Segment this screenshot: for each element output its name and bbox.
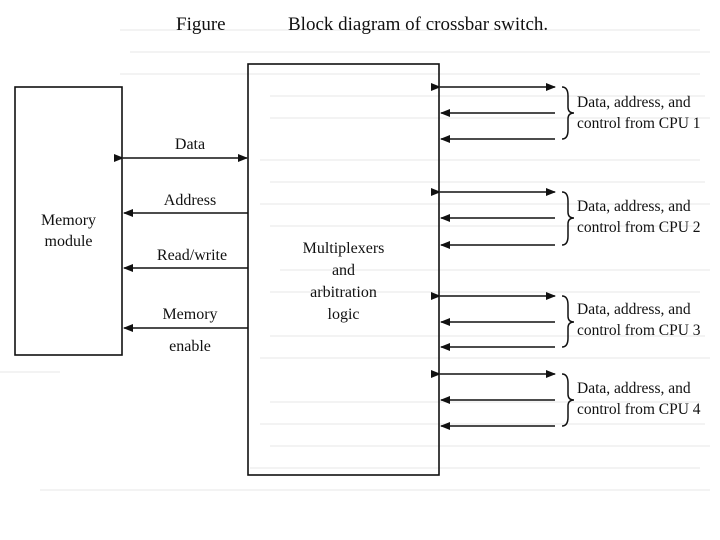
memory-module-label: Memory module — [15, 210, 122, 252]
cpu1-label: Data, address, and control from CPU 1 — [577, 92, 717, 134]
cpu1-label-line1: Data, address, and — [577, 94, 691, 111]
memory-enable-label-line1: Memory — [162, 306, 218, 323]
cpu1-label-line2: control from CPU 1 — [577, 115, 701, 132]
cpu3-label: Data, address, and control from CPU 3 — [577, 299, 717, 341]
data-signal-label: Data — [174, 136, 206, 153]
cpu4-brace — [561, 373, 575, 427]
memory-module-box — [14, 86, 123, 356]
cpu3-brace — [561, 295, 575, 348]
multiplexer-line1: Multiplexers — [302, 240, 385, 257]
multiplexer-line3: arbitration — [310, 284, 377, 301]
cpu3-arrow-group — [431, 292, 575, 351]
cpu3-label-line1: Data, address, and — [577, 301, 691, 318]
cpu2-label: Data, address, and control from CPU 2 — [577, 196, 717, 238]
multiplexer-box — [247, 63, 440, 476]
multiplexer-label: Multiplexers and arbitration logic — [248, 238, 439, 326]
cpu2-arrow-group — [431, 188, 575, 249]
multiplexer-line2: and — [331, 262, 356, 279]
figure-title: Block diagram of crossbar switch. — [288, 14, 549, 35]
cpu2-label-line2: control from CPU 2 — [577, 219, 701, 236]
figure-label: Figure — [176, 14, 226, 35]
cpu2-label-line1: Data, address, and — [577, 198, 691, 215]
read-write-signal-label: Read/write — [156, 247, 228, 264]
cpu3-label-line2: control from CPU 3 — [577, 322, 701, 339]
cpu4-label-line2: control from CPU 4 — [577, 401, 701, 418]
memory-enable-label-line2: enable — [169, 338, 211, 355]
cpu1-brace — [561, 86, 575, 140]
cpu1-arrow-group — [431, 83, 575, 143]
cpu2-brace — [561, 191, 575, 246]
memory-module-line2: module — [44, 233, 93, 250]
cpu4-arrow-group — [431, 370, 575, 430]
address-signal-label: Address — [163, 192, 217, 209]
cpu4-label-line1: Data, address, and — [577, 380, 691, 397]
memory-module-line1: Memory — [40, 212, 97, 229]
multiplexer-line4: logic — [327, 306, 360, 323]
cpu4-label: Data, address, and control from CPU 4 — [577, 378, 717, 420]
